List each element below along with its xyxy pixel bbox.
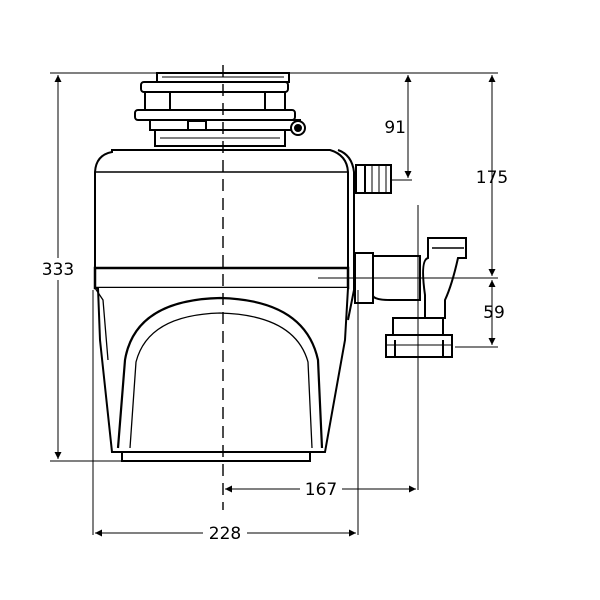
discharge-outlet (354, 237, 467, 358)
dim-total-height: 333 (42, 260, 74, 280)
dim-top-to-inlet: 91 (384, 118, 406, 138)
motor-housing (93, 149, 355, 462)
mounting-flange (134, 72, 306, 147)
disposer-unit (93, 65, 467, 510)
dim-center-to-drain: 167 (305, 480, 337, 500)
dishwasher-inlet (355, 164, 392, 194)
dim-outlet-to-drain: 59 (483, 303, 505, 323)
dim-body-width: 228 (209, 524, 241, 544)
dimension-lines (50, 72, 498, 537)
dimension-labels: 333 91 175 59 167 228 (36, 118, 508, 544)
dim-top-to-outlet: 175 (476, 168, 508, 188)
